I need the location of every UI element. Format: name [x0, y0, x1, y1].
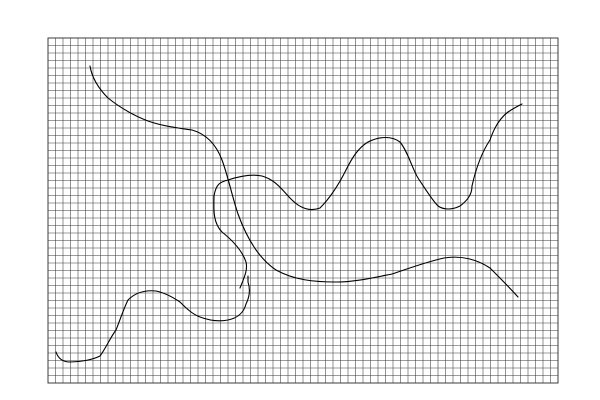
curves-layer	[55, 65, 523, 363]
grid-border	[47, 37, 559, 384]
grid-lines	[48, 38, 558, 383]
curve-upper-left-to-right	[89, 65, 519, 298]
curve-center-wave	[213, 103, 523, 289]
curve-lower-left-loop	[55, 275, 250, 363]
